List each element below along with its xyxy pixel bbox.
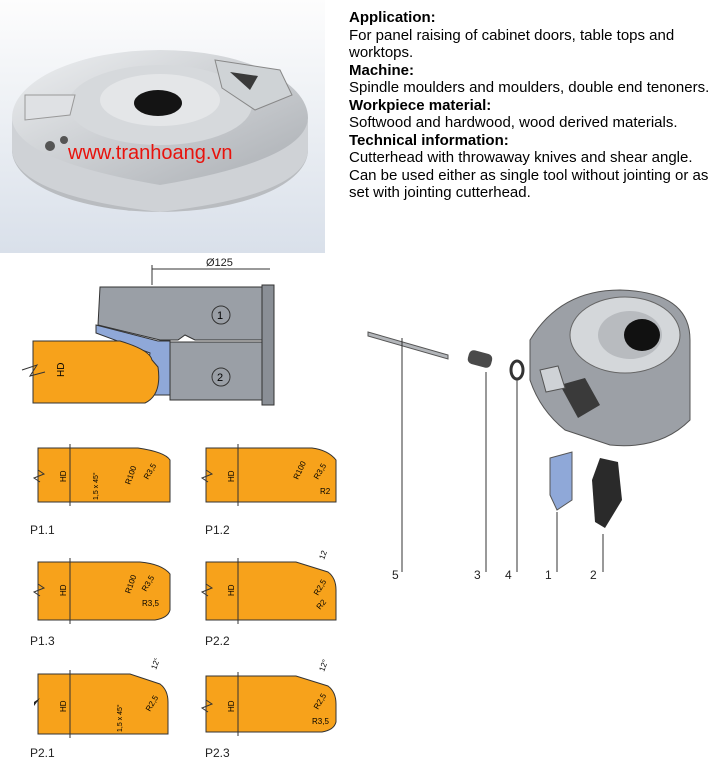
p2-2-label: P2.2 bbox=[205, 634, 230, 648]
p2-1-label: P2.1 bbox=[30, 746, 55, 760]
watermark-text: www.tranhoang.vn bbox=[67, 142, 233, 164]
profile-p1-1: HD 1,5 x 45° R100 R3,5 bbox=[32, 444, 171, 506]
material-heading: Workpiece material: bbox=[349, 96, 492, 114]
profile-p2-1: HD 1,5 x 45° 12° R2,5 bbox=[34, 658, 169, 738]
p1-3-r-bottom: R3,5 bbox=[142, 599, 159, 608]
product-photo: www.tranhoang.vn bbox=[0, 0, 325, 253]
p1-1-label: P1.1 bbox=[30, 523, 55, 537]
exploded-label-2: 2 bbox=[590, 568, 597, 582]
diameter-label: Ø125 bbox=[206, 257, 233, 269]
application-heading: Application: bbox=[349, 9, 436, 26]
p2-3-hd: HD bbox=[227, 700, 236, 712]
info-panel: Application: For panel raising of cabine… bbox=[349, 9, 710, 202]
material-text: Softwood and hardwood, wood derived mate… bbox=[349, 114, 678, 131]
p2-3-r-b: R3,5 bbox=[312, 717, 329, 726]
p2-2-angle: 12° bbox=[317, 550, 330, 561]
p2-1-chamfer: 1,5 x 45° bbox=[116, 704, 124, 732]
part-1-label: 1 bbox=[217, 310, 223, 322]
application-text: For panel raising of cabinet doors, tabl… bbox=[349, 26, 675, 62]
p1-2-hd: HD bbox=[227, 470, 236, 482]
exploded-label-5: 5 bbox=[392, 568, 399, 582]
profile-p1-2: HD R100 R3,5 R2 bbox=[200, 444, 337, 506]
p1-3-label: P1.3 bbox=[30, 634, 55, 648]
p2-2-hd: HD bbox=[227, 584, 236, 596]
machine-text: Spindle moulders and moulders, double en… bbox=[349, 79, 710, 96]
p1-2-r-edge: R2 bbox=[320, 487, 331, 496]
part-2-label: 2 bbox=[217, 372, 223, 384]
p2-3-label: P2.3 bbox=[205, 746, 230, 760]
exploded-view bbox=[367, 289, 691, 572]
assembly-drawing: Ø125 HD 1 2 bbox=[21, 257, 275, 406]
profile-p2-3: HD 12° R2,5 R3,5 bbox=[200, 658, 337, 736]
p1-2-label: P1.2 bbox=[205, 523, 230, 537]
exploded-label-3: 3 bbox=[474, 568, 481, 582]
exploded-label-4: 4 bbox=[505, 568, 512, 582]
p1-1-chamfer: 1,5 x 45° bbox=[92, 472, 100, 500]
p2-1-hd: HD bbox=[59, 700, 68, 712]
hd-label: HD bbox=[56, 363, 67, 377]
p2-1-angle: 12° bbox=[149, 658, 162, 671]
p1-1-hd: HD bbox=[59, 470, 68, 482]
exploded-label-1: 1 bbox=[545, 568, 552, 582]
p1-3-hd: HD bbox=[59, 584, 68, 596]
machine-heading: Machine: bbox=[349, 61, 415, 79]
technical-text: Cutterhead with throwaway knives and she… bbox=[349, 149, 709, 201]
profile-p1-3: HD R100 R3,5 R3,5 bbox=[32, 558, 171, 624]
p2-3-angle: 12° bbox=[317, 658, 330, 672]
profile-p2-2: HD 12° R2,5 R2 bbox=[200, 550, 337, 624]
technical-heading: Technical information: bbox=[349, 131, 509, 149]
